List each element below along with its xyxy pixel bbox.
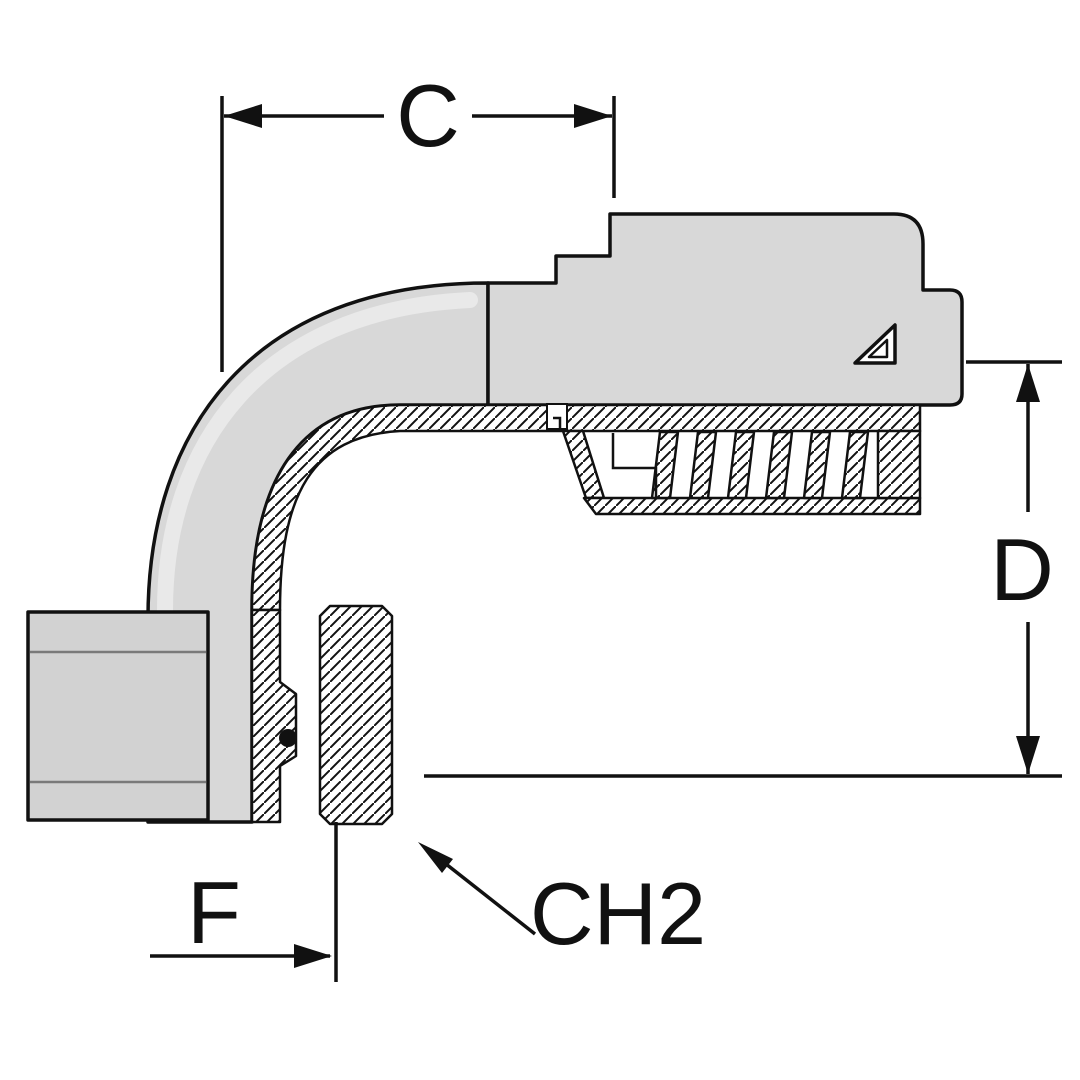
tooth — [688, 430, 718, 500]
dim-label-c: C — [396, 66, 460, 165]
c-arrowhead-right — [574, 104, 612, 128]
swivel-wall-section — [250, 608, 298, 824]
dim-label-ch2: CH2 — [530, 864, 706, 963]
crimp-shell — [486, 212, 964, 407]
dimension-c: C — [220, 66, 616, 372]
shell-end-section — [876, 429, 922, 500]
wall-notch — [546, 403, 568, 430]
dim-label-d: D — [990, 520, 1054, 619]
dimension-d: D — [424, 360, 1062, 778]
d-arrowhead-bottom — [1016, 736, 1040, 774]
shell-rail-section — [582, 496, 922, 516]
ch2-hex-section — [318, 604, 394, 826]
tooth — [726, 430, 756, 500]
o-ring-seal — [279, 729, 297, 747]
ch2-arrowhead — [418, 842, 453, 873]
hex-nut — [26, 610, 210, 822]
ch2-leader-line — [444, 862, 537, 936]
serration-teeth — [650, 430, 870, 500]
manufacturer-logo-icon — [853, 323, 897, 365]
tooth — [764, 430, 794, 500]
shell-lip-section — [561, 429, 606, 500]
tooth — [840, 430, 870, 500]
tube-wall-section — [250, 403, 922, 612]
f-arrowhead-right — [294, 944, 332, 968]
tooth — [802, 430, 832, 500]
dimension-f: F — [150, 822, 338, 982]
callout-ch2: CH2 — [418, 842, 706, 963]
nipple-step-detail — [611, 433, 658, 497]
wall-notch-mark — [553, 416, 562, 428]
c-arrowhead-left — [224, 104, 262, 128]
d-arrowhead-top — [1016, 364, 1040, 402]
dim-label-f: F — [187, 863, 241, 962]
hex-nut-body — [26, 610, 210, 822]
elbow-highlight — [157, 292, 478, 618]
fitting-body — [146, 212, 964, 824]
tooth — [650, 430, 680, 500]
